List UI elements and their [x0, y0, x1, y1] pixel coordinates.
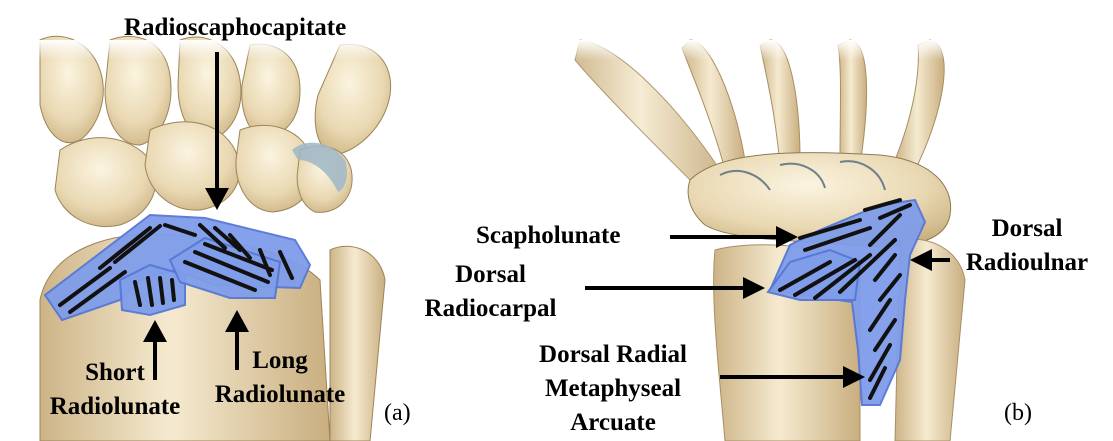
panel-a-tag: (a)	[384, 400, 411, 427]
label-dorsal-radioulnar: Dorsal Radioulnar	[952, 212, 1102, 280]
label-short-radiolunate: Short Radiolunate	[40, 356, 190, 424]
label-dorsal-radiocarpal: Dorsal Radiocarpal	[403, 258, 578, 326]
label-dorsal-radial-metaphyseal-arcuate: Dorsal Radial Metaphyseal Arcuate	[508, 338, 718, 440]
panel-b-tag: (b)	[1004, 400, 1032, 427]
label-radioscaphocapitate: Radioscaphocapitate	[124, 14, 346, 41]
label-long-radiolunate: Long Radiolunate	[205, 344, 355, 412]
label-scapholunate: Scapholunate	[476, 222, 620, 249]
